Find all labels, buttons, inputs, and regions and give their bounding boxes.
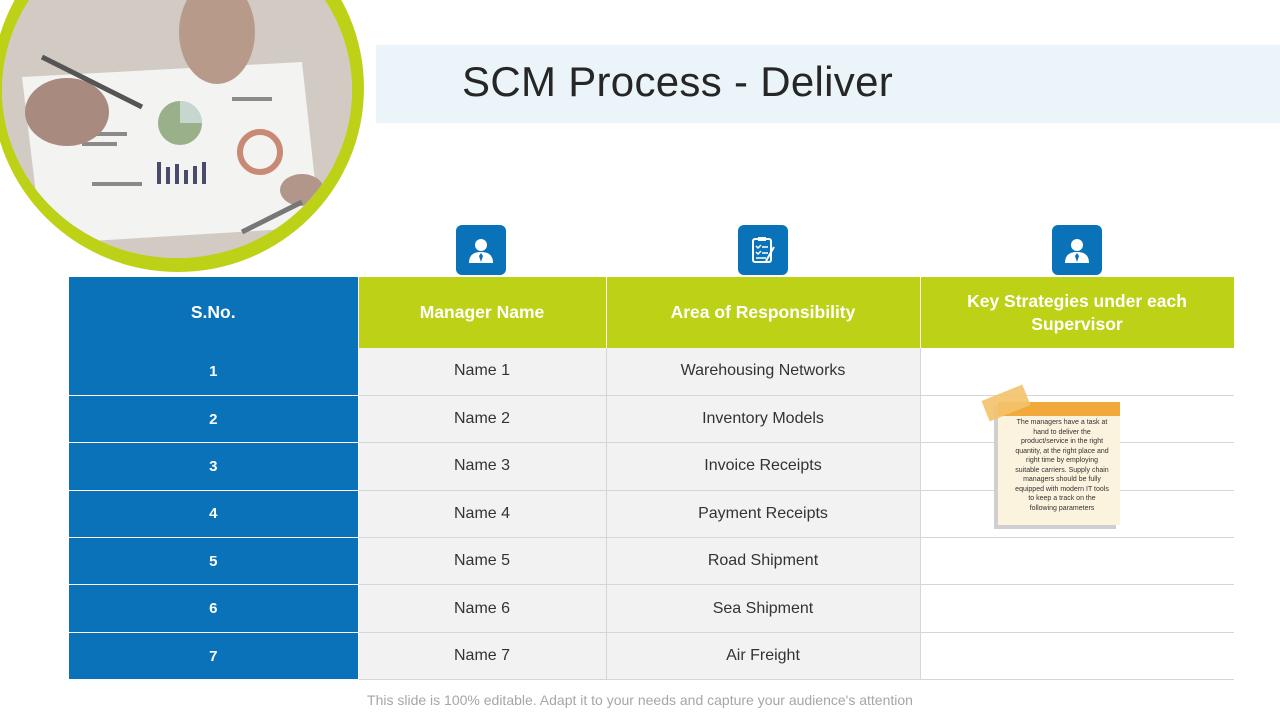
area-cell: Payment Receipts — [606, 490, 921, 539]
table-row: 1 Name 1 Warehousing Networks — [69, 348, 1234, 396]
manager-cell: Name 5 — [358, 537, 607, 586]
sticky-note-paper: The managers have a task at hand to deli… — [998, 402, 1120, 525]
area-cell: Sea Shipment — [606, 584, 921, 633]
manager-cell: Name 6 — [358, 584, 607, 633]
manager-cell: Name 4 — [358, 490, 607, 539]
area-cell: Invoice Receipts — [606, 442, 921, 491]
header-area-of-responsibility: Area of Responsibility — [606, 277, 921, 348]
manager-cell: Name 2 — [358, 395, 607, 444]
sno-cell: 6 — [69, 584, 359, 633]
sno-cell: 4 — [69, 490, 359, 539]
sno-cell: 3 — [69, 442, 359, 491]
strategy-cell — [920, 348, 1234, 396]
sno-cell: 2 — [69, 395, 359, 444]
area-cell: Inventory Models — [606, 395, 921, 444]
strategy-cell — [920, 584, 1234, 633]
header-manager-name: Manager Name — [358, 277, 607, 348]
manager-cell: Name 1 — [358, 348, 607, 396]
title-band — [376, 45, 1280, 123]
area-cell: Warehousing Networks — [606, 348, 921, 396]
sno-cell: 5 — [69, 537, 359, 586]
sno-cell: 1 — [69, 348, 359, 396]
header-key-strategies: Key Strategies under each Supervisor — [920, 277, 1235, 348]
responsibility-table: S.No. Manager Name Area of Responsibilit… — [69, 277, 1235, 681]
strategy-cell — [920, 632, 1234, 681]
table-row: 3 Name 3 Invoice Receipts — [69, 442, 1234, 491]
area-cell: Road Shipment — [606, 537, 921, 586]
footer-caption: This slide is 100% editable. Adapt it to… — [0, 692, 1280, 708]
table-row: 6 Name 6 Sea Shipment — [69, 584, 1234, 633]
supervisor-icon — [1052, 225, 1102, 275]
strategy-cell — [920, 537, 1234, 586]
footer-text: This slide is 100% editable. Adapt it to… — [367, 692, 913, 708]
sno-cell: 7 — [69, 632, 359, 681]
page-title: SCM Process - Deliver — [462, 58, 894, 105]
manager-cell: Name 3 — [358, 442, 607, 491]
table-row: 5 Name 5 Road Shipment — [69, 537, 1234, 586]
sticky-note-text: The managers have a task at hand to deli… — [1015, 419, 1109, 512]
table-row: 2 Name 2 Inventory Models — [69, 395, 1234, 444]
header-sno: S.No. — [69, 277, 359, 348]
business-photo — [2, 0, 352, 258]
area-cell: Air Freight — [606, 632, 921, 681]
checklist-icon — [738, 225, 788, 275]
manager-icon — [456, 225, 506, 275]
table-row: 7 Name 7 Air Freight — [69, 632, 1234, 681]
manager-cell: Name 7 — [358, 632, 607, 681]
sticky-note: The managers have a task at hand to deli… — [981, 384, 1126, 528]
table-header-row: S.No. Manager Name Area of Responsibilit… — [69, 277, 1235, 348]
